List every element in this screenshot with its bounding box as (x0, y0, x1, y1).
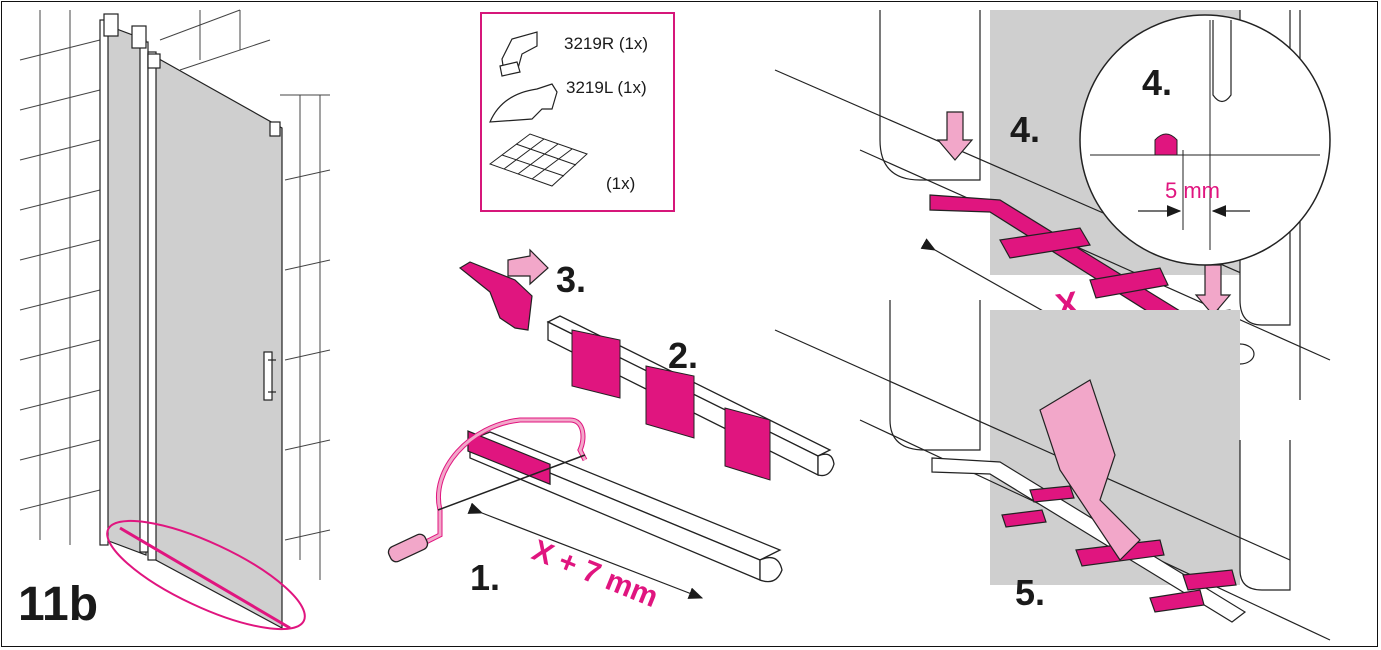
figure-label: 11b (18, 578, 98, 631)
part-3219R-label: 3219R (1x) (564, 34, 649, 53)
part-3219L-label: 3219L (1x) (566, 78, 647, 97)
part-pads-label: (1x) (606, 174, 636, 193)
end-cap-3219L (458, 248, 549, 331)
step-2-label: 2. (668, 335, 698, 376)
offset-label: 5 mm (1165, 178, 1220, 203)
cut-length-dimension (467, 502, 704, 599)
step-5-label: 5. (1015, 572, 1045, 613)
shower-door-illustration (19, 9, 331, 630)
step-1-label: 1. (470, 557, 500, 598)
step-4-label: 4. (1010, 109, 1040, 150)
highlight-ellipse (106, 519, 306, 631)
end-cap-left-icon (489, 83, 558, 123)
parts-icons (488, 31, 588, 187)
hacksaw-icon (387, 417, 588, 563)
installation-lower (774, 300, 1331, 641)
cut-length-label: X + 7 mm (527, 534, 662, 614)
adhesive-pads (571, 329, 771, 481)
step-3-label: 3. (556, 259, 586, 300)
detail-circle (1079, 14, 1331, 266)
parts-list-box: 3219R (1x) 3219L (1x) (1x) (480, 12, 675, 212)
end-cap-right-icon (499, 31, 538, 77)
adhesive-pad-sheet-icon (488, 133, 588, 187)
wall-tiles (19, 9, 331, 580)
detail-step-4-label: 4. (1142, 62, 1172, 103)
